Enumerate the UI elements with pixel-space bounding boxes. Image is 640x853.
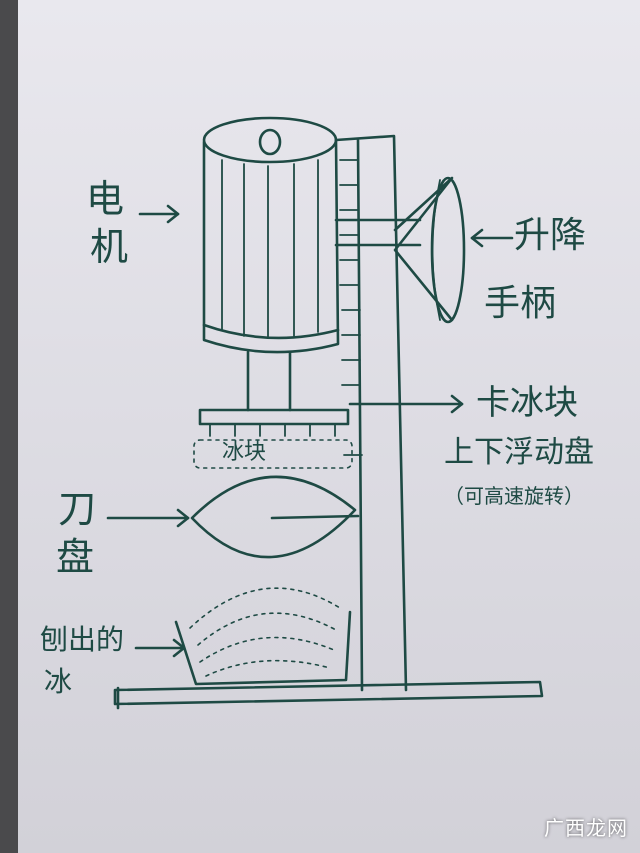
label-motor-line2: 机 bbox=[90, 225, 129, 269]
label-ice-block: 冰块 bbox=[222, 440, 267, 465]
arrow-lift-handle bbox=[470, 228, 514, 248]
arrow-clamp-disc bbox=[348, 394, 464, 414]
label-shaved-ice-line1: 刨出的 bbox=[40, 623, 125, 656]
label-clamp-disc-line1: 卡冰块 bbox=[476, 383, 578, 423]
clamp-disc-pins bbox=[209, 423, 336, 437]
label-lift-handle-line2: 手柄 bbox=[484, 283, 557, 324]
shaved-ice-pile bbox=[189, 587, 341, 677]
arrow-shaved-ice bbox=[134, 638, 186, 658]
label-clamp-disc-line2: 上下浮动盘 bbox=[444, 435, 594, 470]
ice-block-outline bbox=[193, 439, 353, 469]
blade-disc bbox=[190, 475, 357, 559]
clamp-disc bbox=[198, 408, 350, 426]
lift-handle-wheel bbox=[393, 176, 466, 324]
shaved-ice-container bbox=[174, 610, 352, 686]
paper-sheet bbox=[18, 0, 640, 853]
site-watermark: 广西龙网 bbox=[544, 816, 628, 840]
blade-disc-axis bbox=[270, 514, 360, 520]
label-shaved-ice-line2: 冰 bbox=[44, 665, 73, 698]
motor bbox=[202, 116, 340, 354]
arrow-motor bbox=[138, 204, 180, 224]
base-plate bbox=[113, 680, 544, 706]
label-blade-disc-line2: 盘 bbox=[56, 535, 95, 579]
vertical-column bbox=[334, 134, 408, 692]
column-rack-teeth bbox=[339, 159, 363, 456]
label-blade-disc-line1: 刀 bbox=[58, 487, 97, 531]
arrow-blade-disc bbox=[106, 508, 190, 528]
label-lift-handle-line1: 升降 bbox=[514, 215, 587, 256]
label-motor-line1: 电 bbox=[86, 177, 125, 221]
label-clamp-disc-line3: （可高速旋转） bbox=[444, 484, 584, 508]
